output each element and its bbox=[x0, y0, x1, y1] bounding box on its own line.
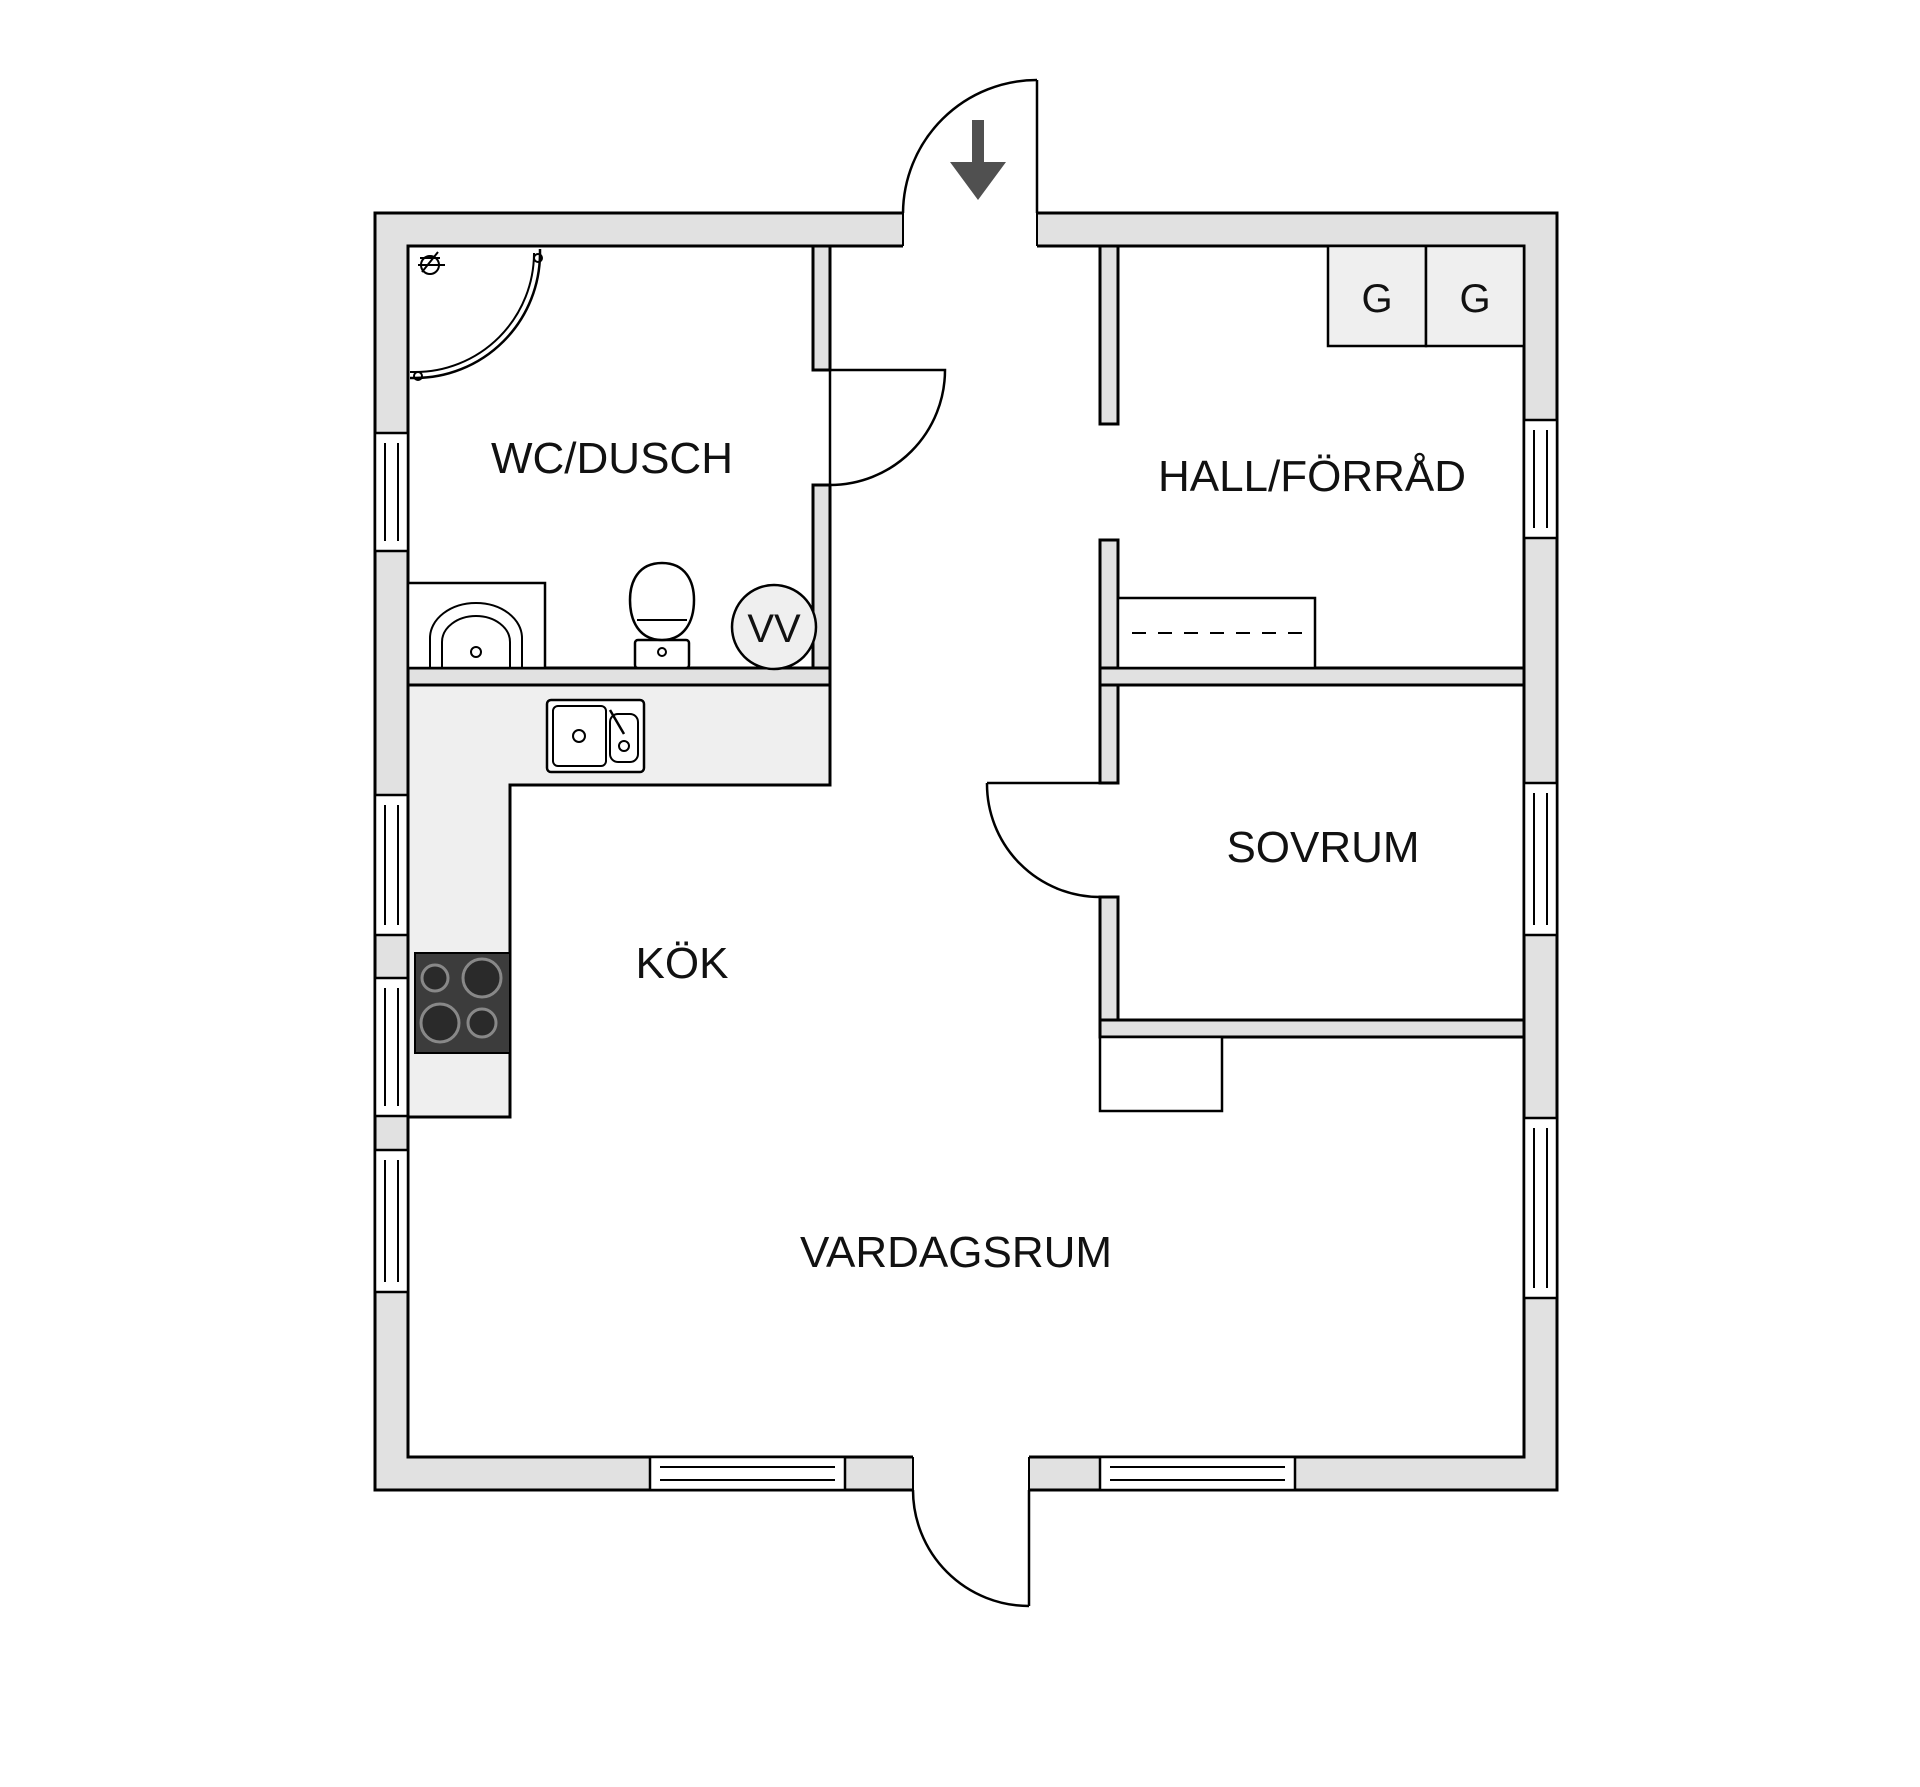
water-heater-label: VV bbox=[747, 607, 801, 651]
water-heater-icon: VV bbox=[730, 583, 818, 671]
room-label-sovrum: SOVRUM bbox=[1226, 823, 1419, 872]
kitchen-sink-icon bbox=[545, 698, 646, 774]
room-label-wc: WC/DUSCH bbox=[491, 434, 733, 483]
wardrobes: G G bbox=[1326, 244, 1526, 348]
room-label-hall: HALL/FÖRRÅD bbox=[1158, 452, 1466, 501]
terrace-opening bbox=[913, 1452, 1029, 1495]
stove-icon bbox=[414, 952, 511, 1054]
shower-icon bbox=[410, 249, 543, 381]
shelf bbox=[1116, 596, 1317, 670]
entry-arrow-icon bbox=[950, 120, 1006, 200]
toilet-icon bbox=[628, 561, 696, 670]
door-swings bbox=[828, 78, 1101, 1608]
wardrobe-label-1: G bbox=[1361, 277, 1392, 321]
room-label-kok: KÖK bbox=[636, 939, 729, 988]
room-label-vardagsrum: VARDAGSRUM bbox=[800, 1228, 1112, 1277]
windows bbox=[373, 418, 1559, 1492]
entry-opening bbox=[903, 208, 1037, 251]
interior-walls bbox=[406, 244, 1526, 1113]
wardrobe-label-2: G bbox=[1459, 277, 1490, 321]
washbasin-icon bbox=[406, 581, 547, 670]
